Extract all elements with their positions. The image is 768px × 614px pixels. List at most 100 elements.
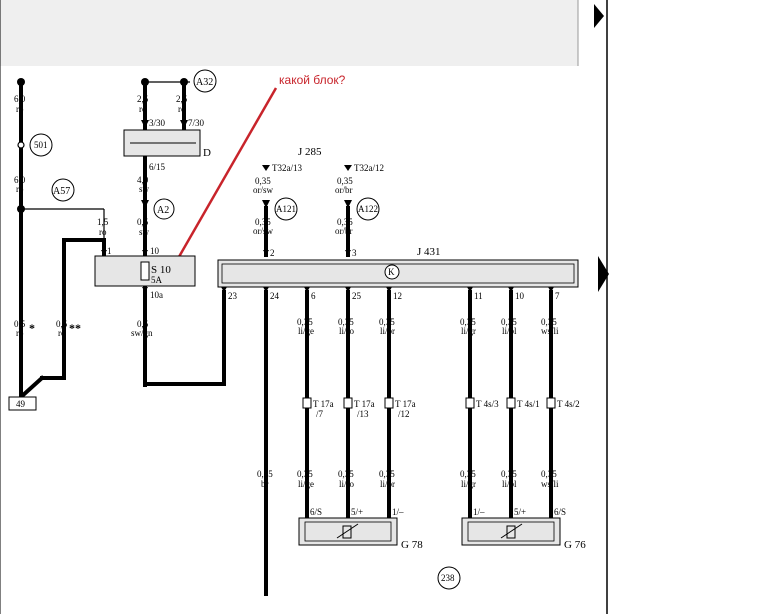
svg-text:49: 49 <box>16 399 26 409</box>
svg-text:12: 12 <box>393 291 402 301</box>
svg-text:6/S: 6/S <box>310 507 322 517</box>
svg-text:/7: /7 <box>316 409 324 419</box>
svg-text:0,35: 0,35 <box>297 469 313 479</box>
svg-text:T 4s/2: T 4s/2 <box>557 399 580 409</box>
svg-text:sw/gn: sw/gn <box>131 328 153 338</box>
svg-text:li/br: li/br <box>380 479 395 489</box>
svg-text:or/br: or/br <box>335 185 353 195</box>
svg-text:3/30: 3/30 <box>149 118 166 128</box>
svg-text:0,35: 0,35 <box>255 217 271 227</box>
svg-text:6,0: 6,0 <box>14 175 26 185</box>
svg-text:li/gr: li/gr <box>461 326 476 336</box>
svg-text:1,5: 1,5 <box>97 217 109 227</box>
svg-text:3: 3 <box>352 248 357 258</box>
svg-text:or/br: or/br <box>335 226 353 236</box>
svg-text:6/15: 6/15 <box>149 162 166 172</box>
svg-text:7/30: 7/30 <box>188 118 205 128</box>
svg-text:ro: ro <box>58 328 66 338</box>
svg-text:ro: ro <box>16 104 24 114</box>
svg-text:0,35: 0,35 <box>338 317 354 327</box>
svg-text:501: 501 <box>34 140 48 150</box>
arrow-right-icon[interactable] <box>594 4 604 28</box>
top-panel <box>0 0 578 66</box>
ref-501: 501 <box>29 133 53 157</box>
svg-text:0,35: 0,35 <box>379 469 395 479</box>
svg-text:T 4s/1: T 4s/1 <box>517 399 540 409</box>
svg-text:6/S: 6/S <box>554 507 566 517</box>
svg-text:ro: ro <box>99 227 107 237</box>
svg-text:T 17a: T 17a <box>313 399 334 409</box>
svg-text:10: 10 <box>515 291 525 301</box>
svg-text:li/ro: li/ro <box>339 479 354 489</box>
svg-text:ws/li: ws/li <box>541 479 559 489</box>
svg-text:0,35: 0,35 <box>337 217 353 227</box>
svg-text:ro: ro <box>16 184 24 194</box>
svg-text:0,5: 0,5 <box>14 319 26 329</box>
signal-wire-labels-lower: 0,35 li/ge 0,35 li/ro 0,35 li/br 0,35 li… <box>297 469 559 489</box>
svg-text:11: 11 <box>474 291 483 301</box>
fuse-s10: S 10 5A 1 10 10a <box>94 246 196 300</box>
svg-text:4,0: 4,0 <box>137 175 149 185</box>
sensor-g76: G 76 1/– 5/+ 6/S <box>461 507 586 551</box>
svg-text:0,35: 0,35 <box>501 317 517 327</box>
svg-text:li/br: li/br <box>380 326 395 336</box>
svg-text:A32: A32 <box>196 77 213 88</box>
ground-symbol-icon: K <box>388 267 395 277</box>
svg-text:A122: A122 <box>358 204 378 214</box>
svg-text:2,5: 2,5 <box>137 94 149 104</box>
svg-text:li/ro: li/ro <box>339 326 354 336</box>
annotation-text: какой блок? <box>279 73 346 87</box>
svg-text:0,5: 0,5 <box>56 319 68 329</box>
svg-text:li/bl: li/bl <box>502 326 517 336</box>
svg-text:G 76: G 76 <box>564 539 586 551</box>
ref-a121: A121 <box>274 197 298 221</box>
svg-text:1/–: 1/– <box>473 507 485 517</box>
svg-text:23: 23 <box>228 291 238 301</box>
wire-labels: 6,0 ro 6,0 ro 2,5 ro 2,5 ro 4,0 sw 0,5 s… <box>14 94 353 489</box>
connector-labels: T 17a /7 T 17a /13 T 17a /12 T 4s/3 T 4s… <box>313 399 580 419</box>
arrow-right-icon[interactable] <box>598 256 609 292</box>
svg-text:G 78: G 78 <box>401 539 423 551</box>
svg-text:A2: A2 <box>157 205 169 216</box>
svg-text:6,0: 6,0 <box>14 94 26 104</box>
svg-text:0,5: 0,5 <box>137 319 149 329</box>
svg-text:0,35: 0,35 <box>255 176 271 186</box>
svg-text:0,35: 0,35 <box>379 317 395 327</box>
svg-text:0,35: 0,35 <box>460 317 476 327</box>
annotation-arrow <box>174 87 278 263</box>
svg-text:li/gr: li/gr <box>461 479 476 489</box>
svg-text:sw: sw <box>139 184 150 194</box>
svg-text:5/+: 5/+ <box>351 507 363 517</box>
svg-text:li/bl: li/bl <box>502 479 517 489</box>
svg-text:25: 25 <box>352 291 362 301</box>
svg-text:0,35: 0,35 <box>541 469 557 479</box>
svg-text:**: ** <box>69 321 81 335</box>
svg-text:0,35: 0,35 <box>257 469 273 479</box>
svg-text:0,35: 0,35 <box>337 176 353 186</box>
svg-text:ws/li: ws/li <box>541 326 559 336</box>
svg-text:24: 24 <box>270 291 280 301</box>
svg-text:T 17a: T 17a <box>354 399 375 409</box>
svg-text:0,35: 0,35 <box>338 469 354 479</box>
svg-text:10a: 10a <box>150 290 163 300</box>
svg-text:0,5: 0,5 <box>137 217 149 227</box>
svg-text:1/–: 1/– <box>392 507 404 517</box>
svg-text:T 4s/3: T 4s/3 <box>476 399 499 409</box>
svg-text:li/ge: li/ge <box>298 326 314 336</box>
svg-text:D: D <box>203 147 211 159</box>
ref-a57: A57 <box>51 178 75 202</box>
svg-text:or/sw: or/sw <box>253 226 274 236</box>
svg-text:/13: /13 <box>357 409 369 419</box>
svg-text:2,5: 2,5 <box>176 94 188 104</box>
svg-text:0,35: 0,35 <box>297 317 313 327</box>
svg-text:5A: 5A <box>151 275 163 285</box>
svg-text:5/+: 5/+ <box>514 507 526 517</box>
svg-text:T 17a: T 17a <box>395 399 416 409</box>
svg-text:T32a/12: T32a/12 <box>354 163 384 173</box>
svg-text:2: 2 <box>270 248 275 258</box>
svg-text:10: 10 <box>150 246 160 256</box>
svg-text:ro: ro <box>16 328 24 338</box>
svg-text:0,35: 0,35 <box>460 469 476 479</box>
relay-d: D 3/30 7/30 6/15 <box>123 118 211 172</box>
